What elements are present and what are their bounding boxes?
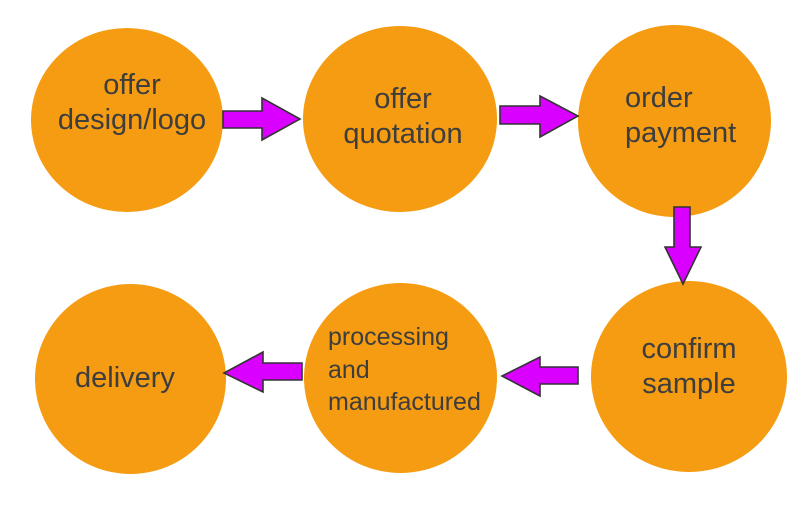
step-circle-offer-design xyxy=(31,28,223,212)
step-circle-confirm-sample xyxy=(591,281,787,472)
arrow-quotation-to-payment xyxy=(499,94,580,139)
step-label-order-payment: order payment xyxy=(625,82,737,150)
step-circle-processing xyxy=(304,283,497,473)
step-label-processing: processing and manufactured xyxy=(328,323,481,416)
arrow-processing-to-delivery xyxy=(222,350,303,394)
arrow-design-to-quotation xyxy=(222,96,302,142)
step-circle-order-payment xyxy=(578,25,771,217)
arrow-sample-to-processing xyxy=(500,355,579,398)
step-label-delivery: delivery xyxy=(75,362,175,394)
arrow-payment-to-sample xyxy=(663,206,703,286)
step-label-offer-quotation: offer quotation xyxy=(343,83,463,151)
step-label-confirm-sample: confirm sample xyxy=(641,333,737,401)
step-label-offer-design: offer design/logo xyxy=(57,69,207,137)
step-circle-delivery xyxy=(35,284,226,474)
step-circle-offer-quotation xyxy=(303,26,497,212)
